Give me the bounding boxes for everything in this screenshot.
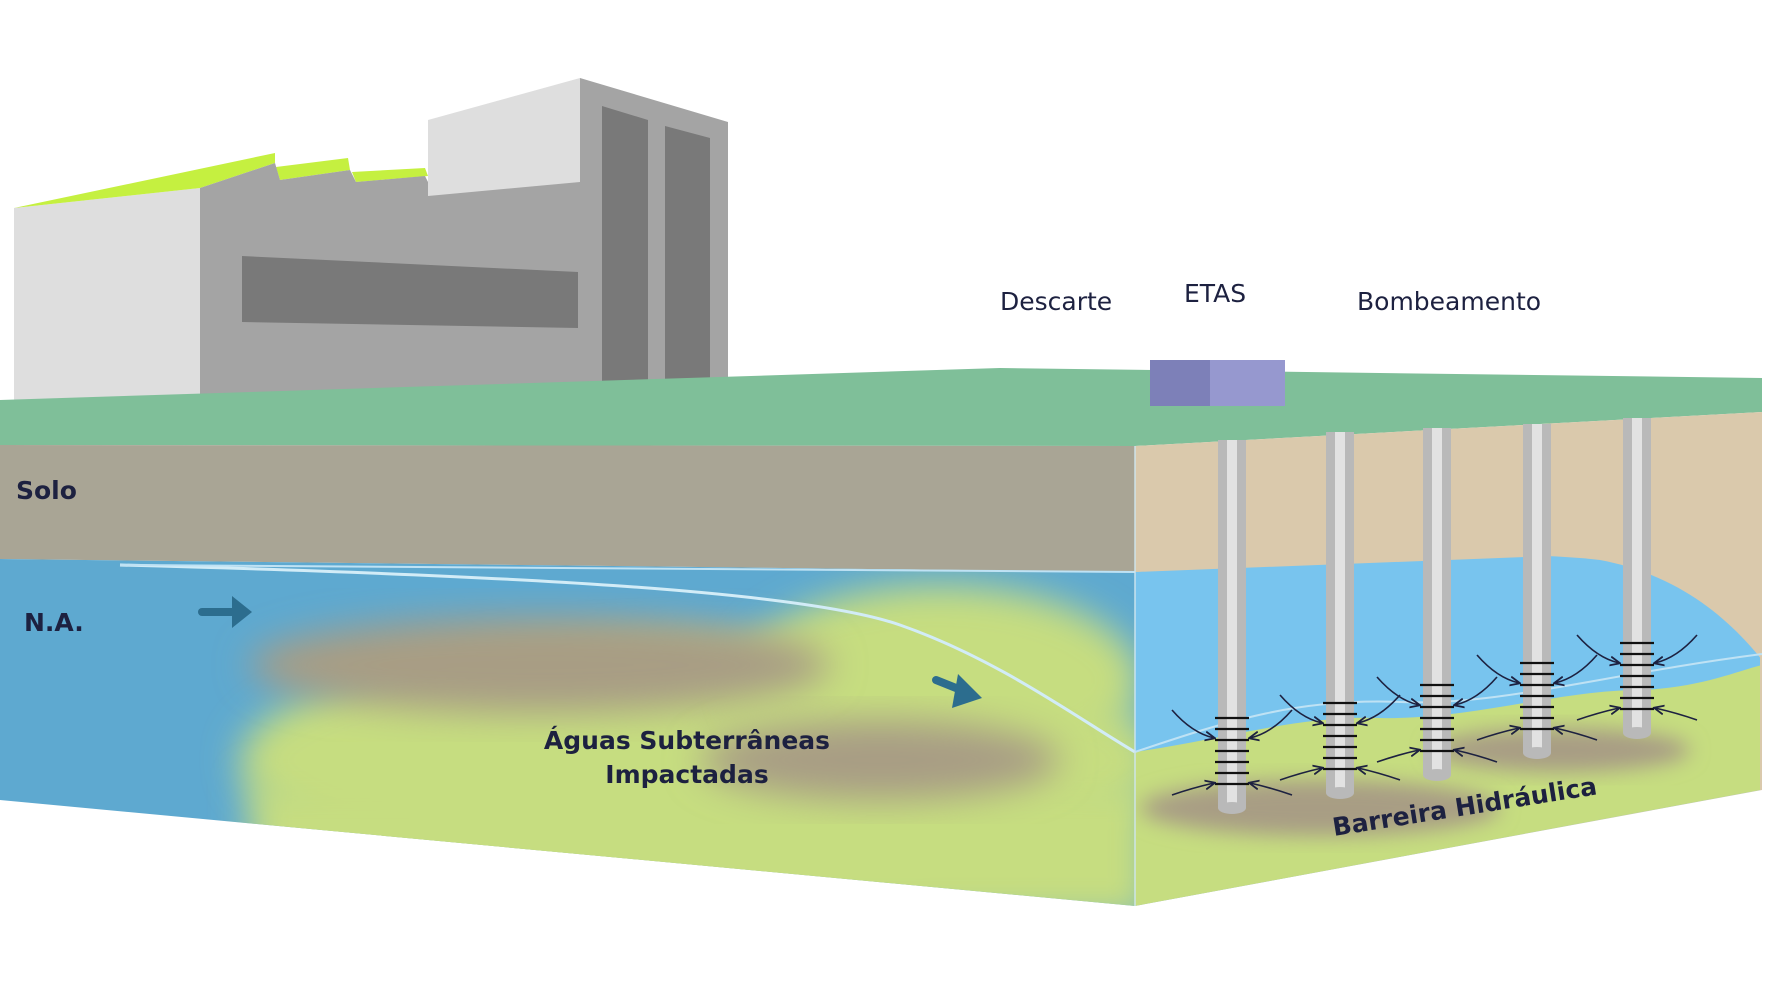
etas-box-right [1210,360,1285,406]
pumping-wells [1171,418,1698,814]
inflow-arrow [1655,708,1698,721]
inflow-arrow [1171,709,1214,738]
well-bottom [1523,747,1551,759]
inflow-arrow [1455,750,1498,763]
tower-window-1 [602,106,648,381]
label-aguas-line2: Impactadas [605,760,768,789]
well-bottom [1423,769,1451,781]
pumping-well [1376,428,1498,781]
tower-window-2 [665,126,710,380]
inflow-arrow [1376,676,1419,705]
inflow-arrow [1555,728,1598,741]
label-solo: Solo [16,476,77,505]
plume-core-lower [700,720,1060,800]
capture-zone [1135,665,1760,906]
pumping-well [1476,424,1598,759]
well-highlight [1335,432,1345,793]
inflow-arrow [1576,634,1619,663]
tower-front [428,78,580,196]
inflow-arrow [1279,768,1322,781]
pumping-well [1171,440,1293,814]
flow-arrow-1-head [232,596,252,628]
well-highlight [1532,424,1542,753]
plume-bottom [250,780,1135,906]
well-bottom [1326,787,1354,799]
building-window-band [242,256,578,328]
well-bottom [1218,802,1246,814]
label-descarte: Descarte [1000,287,1112,316]
flow-arrow-2-head [952,674,982,708]
pumping-well [1279,432,1401,799]
label-aguas-line1: Águas Subterrâneas [544,726,830,755]
label-na: N.A. [24,608,84,637]
inflow-arrow [1358,694,1401,723]
well-bottom [1623,727,1651,739]
front-face [0,445,1136,906]
side-contaminant-2 [1430,728,1690,772]
etas-box-left [1150,360,1210,406]
roof-accent-1 [14,153,275,208]
inflow-arrow [1476,728,1519,741]
label-bombeamento: Bombeamento [1357,287,1541,316]
inflow-arrow [1476,654,1519,683]
inflow-arrow [1576,708,1619,721]
pumping-well [1576,418,1698,739]
label-etas: ETAS [1184,279,1246,308]
well-highlight [1632,418,1642,733]
inflow-arrow [1555,654,1598,683]
plume-core-upper [250,617,830,713]
inflow-arrow [1250,709,1293,738]
well-highlight [1227,440,1237,808]
etas-unit [1150,360,1285,406]
inflow-arrow [1279,694,1322,723]
water-table-line [119,563,1136,754]
water-table-top [119,564,1136,573]
well-highlight [1432,428,1442,775]
inflow-arrow [1376,750,1419,763]
inflow-arrow [1171,783,1214,796]
industrial-building [14,78,728,400]
building-left-facade [14,188,200,400]
inflow-arrow [1358,768,1401,781]
inflow-arrow [1655,634,1698,663]
roof-accent-2 [276,158,350,180]
roof-accent-3 [352,168,428,182]
ground-surface [0,368,1762,446]
soil-layer-front [0,445,1135,572]
inflow-arrow [1250,783,1293,796]
inflow-arrow [1455,676,1498,705]
